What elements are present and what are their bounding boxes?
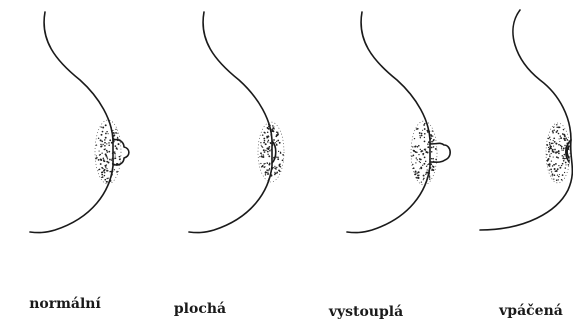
- caption-protruding: vystouplá: [329, 304, 403, 320]
- figure-flat: [189, 12, 284, 233]
- areola-stipple: [95, 124, 120, 182]
- areola-stipple: [411, 123, 437, 183]
- caption-flat: plochá: [174, 301, 226, 317]
- breast-outline: [347, 12, 430, 233]
- figure-inverted: [480, 10, 572, 230]
- figure-protruding: [347, 12, 450, 233]
- nipple-fold: [567, 146, 569, 158]
- breast-outline: [30, 12, 113, 233]
- figure-normal: [30, 12, 129, 233]
- breast-outline: [189, 12, 272, 233]
- caption-normal: normální: [29, 296, 101, 312]
- caption-inverted: vpáčená: [499, 303, 563, 319]
- breast-outline: [480, 10, 572, 230]
